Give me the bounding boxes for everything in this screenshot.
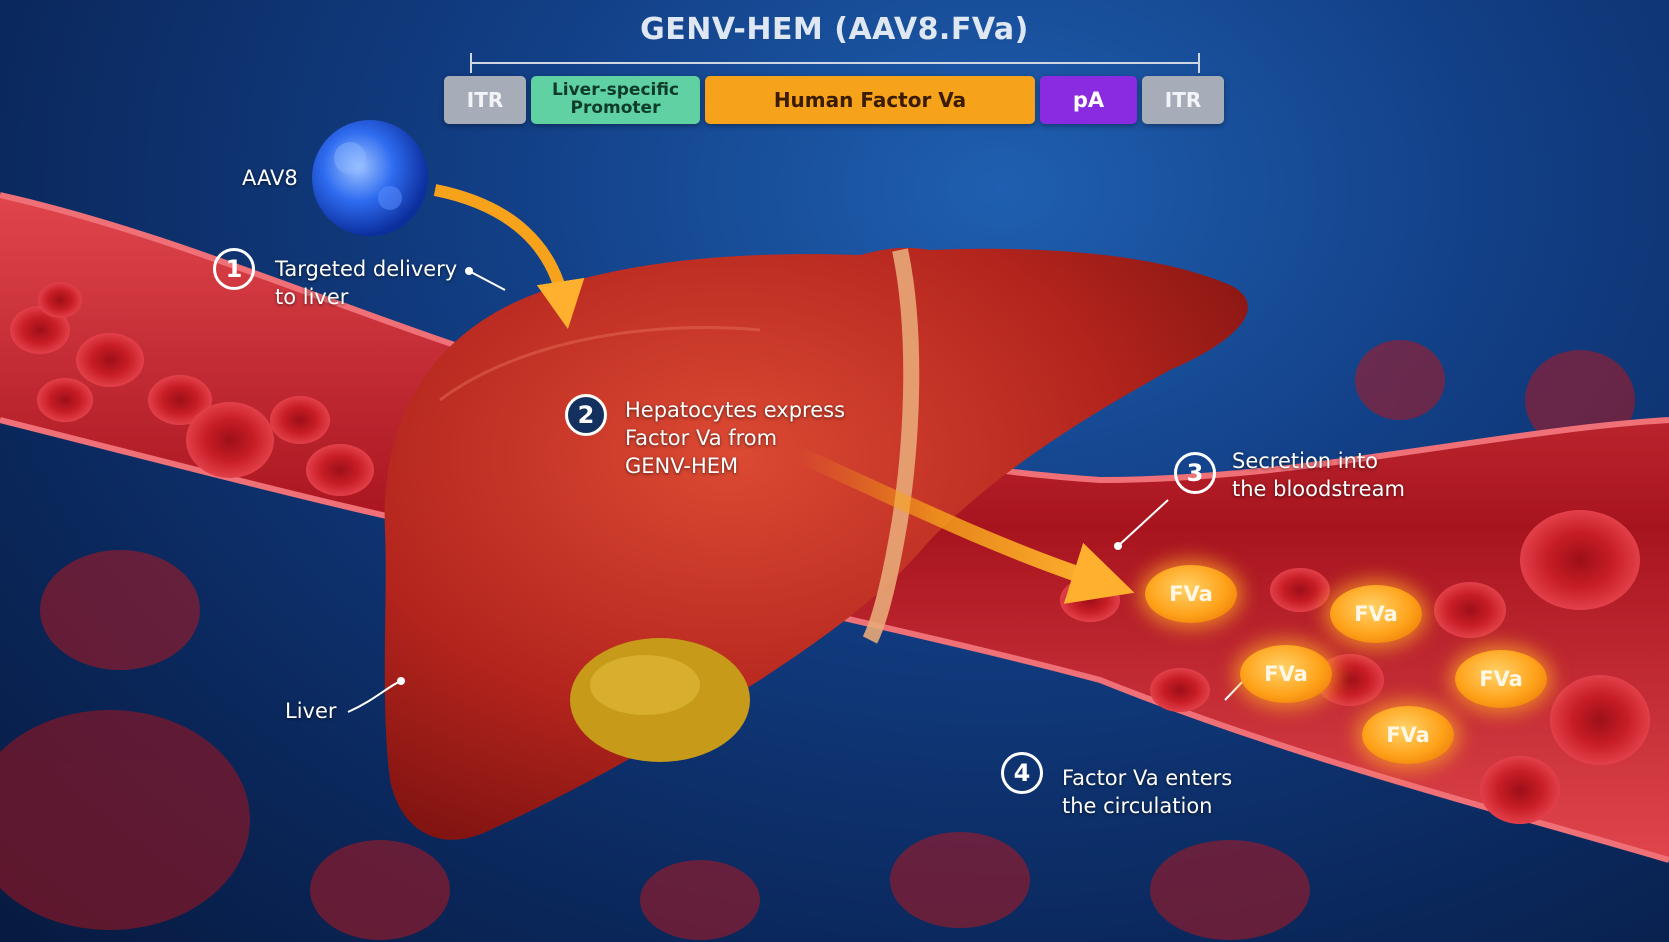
factor-va-molecule: FVa	[1330, 585, 1422, 643]
liver-label: Liver	[285, 699, 337, 723]
step-4-text: Factor Va enters the circulation	[1062, 766, 1233, 818]
construct-itr-left: ITR	[444, 76, 526, 124]
construct-factor-va: Human Factor Va	[705, 76, 1035, 124]
construct-polya: pA	[1040, 76, 1137, 124]
factor-va-molecule: FVa	[1240, 645, 1332, 703]
construct-promoter: Liver-specific Promoter	[531, 76, 700, 124]
step-1-text: Targeted delivery to liver	[275, 257, 458, 309]
delivery-arrow	[433, 184, 585, 329]
step-1-badge: 1	[213, 248, 255, 290]
factor-va-molecule: FVa	[1145, 565, 1237, 623]
factor-va-molecule: FVa	[1455, 650, 1547, 708]
step-4-badge: 4	[1001, 752, 1043, 794]
step-2-text: Hepatocytes express Factor Va from GENV-…	[625, 398, 846, 478]
gallbladder	[570, 638, 750, 762]
step-2-badge: 2	[565, 394, 607, 436]
red-blood-cells	[10, 282, 1650, 824]
aav8-label: AAV8	[242, 166, 298, 190]
construct-title: GENV-HEM (AAV8.FVa)	[640, 12, 1029, 47]
step-3-badge: 3	[1174, 452, 1216, 494]
construct-itr-right: ITR	[1142, 76, 1224, 124]
construct-bracket	[470, 53, 1200, 73]
factor-va-molecule: FVa	[1362, 706, 1454, 764]
aav8-particle	[312, 120, 428, 236]
step-3-text: Secretion into the bloodstream	[1232, 449, 1405, 501]
secretion-arrow	[796, 447, 1135, 604]
